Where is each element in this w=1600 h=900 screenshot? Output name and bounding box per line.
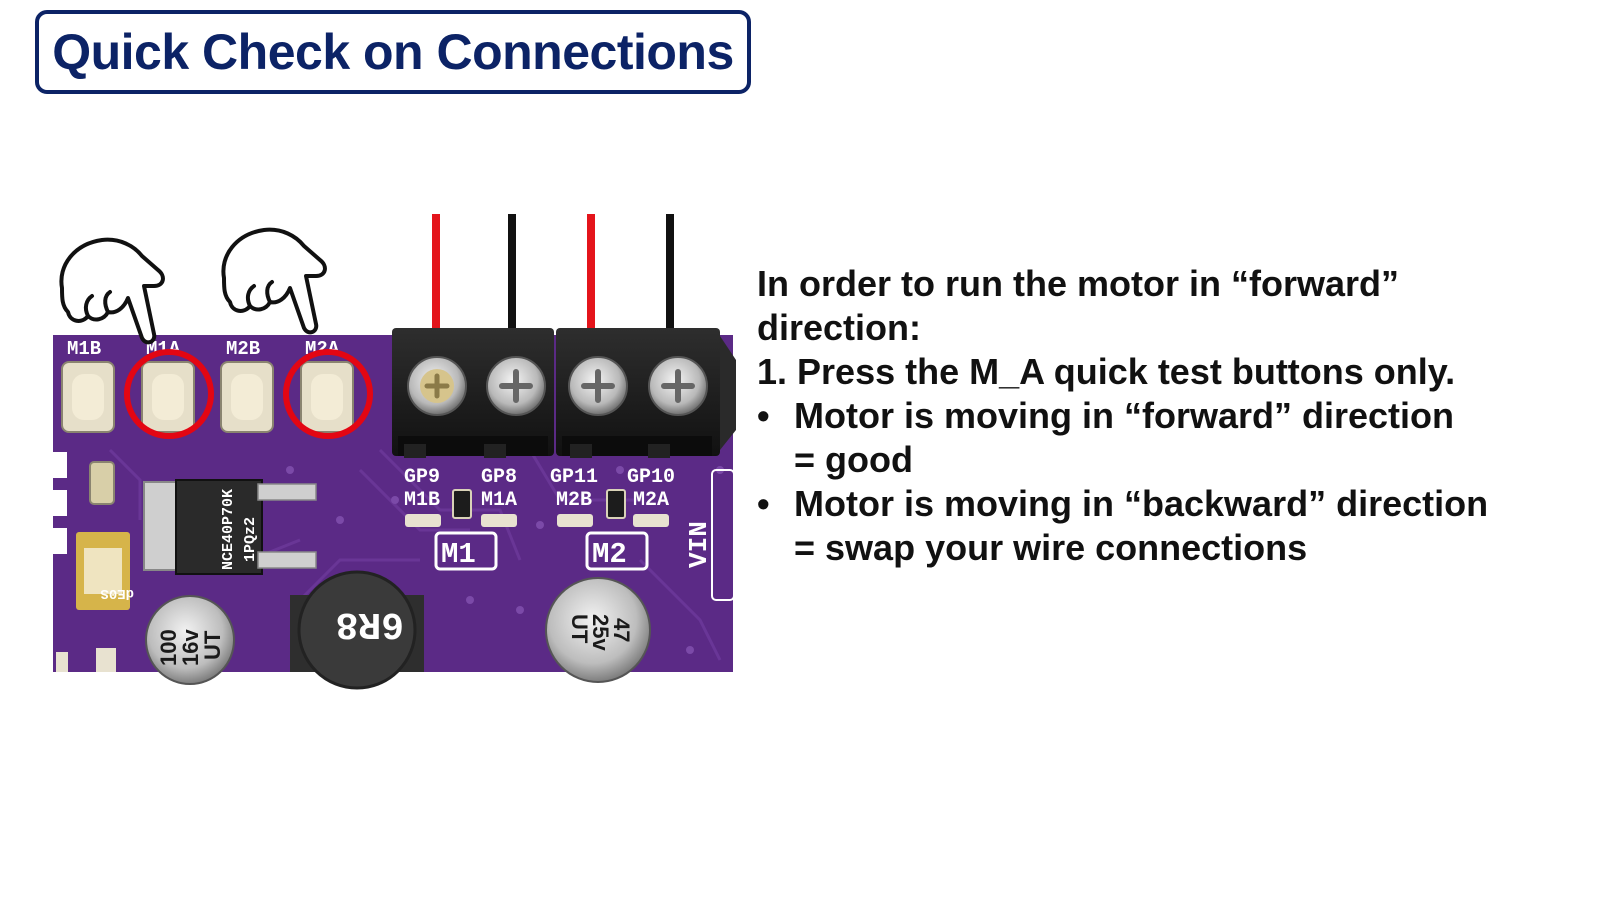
edge-silk [53, 452, 67, 554]
bullet-dot: • [757, 395, 770, 436]
instruction-line-1: In order to run the motor in “forward” [757, 263, 1399, 304]
bullet-item-backward: • Motor is moving in “backward” directio… [757, 482, 1577, 526]
motor-label-m2: M2 [585, 531, 649, 571]
button-label-m2b: M2B [226, 338, 260, 360]
pin-label-m2a: M2A [633, 489, 669, 512]
small-part [96, 648, 116, 672]
quick-test-button-m1a[interactable] [141, 361, 195, 433]
svg-text:100: 100 [156, 629, 181, 666]
instruction-line-2: direction: [757, 307, 922, 348]
vin-label: VIN [684, 521, 714, 568]
svg-text:NCE40P70K: NCE40P70K [220, 489, 237, 570]
wire-m1-negative [508, 214, 516, 332]
pin-label-m2b: M2B [556, 489, 592, 512]
vin-box [711, 469, 735, 601]
highlight-circle-m1a [124, 349, 214, 439]
pin-label-gp8: GP8 [481, 466, 517, 489]
small-capacitor [89, 461, 115, 505]
svg-text:25v: 25v [588, 614, 613, 651]
wire-m2-positive [587, 214, 595, 332]
capacitor-left: 100 16v UT [145, 595, 235, 685]
quick-test-button-m2a[interactable] [300, 361, 354, 433]
quick-test-button-m2b[interactable] [220, 361, 274, 433]
svg-text:6R8: 6R8 [336, 602, 404, 645]
motor-label-m1: M1 [434, 531, 498, 571]
button-label-m1b: M1B [67, 338, 101, 360]
pin-label-m1b: M1B [404, 489, 440, 512]
screw-icon [486, 356, 546, 416]
pin-label-gp9: GP9 [404, 466, 440, 489]
page-title: Quick Check on Connections [52, 24, 734, 80]
bullet-item-forward: • Motor is moving in “forward” direction [757, 394, 1577, 438]
bullet-dot: • [757, 483, 770, 524]
svg-text:dE0S: dE0S [100, 585, 134, 601]
svg-text:1PQz2: 1PQz2 [242, 517, 259, 562]
diode: dE0S [76, 532, 134, 610]
svg-text:UT: UT [567, 614, 592, 644]
bullet-result: = good [794, 439, 913, 480]
pointing-hand-icon [221, 227, 327, 335]
pcb-vias [286, 466, 724, 654]
svg-text:UT: UT [200, 630, 225, 660]
highlight-circle-m2a [283, 349, 373, 439]
bullet-result: = swap your wire connections [794, 527, 1308, 568]
screw-icon [407, 356, 467, 416]
wire-m2-negative [666, 214, 674, 332]
instructions: In order to run the motor in “forward” d… [757, 262, 1577, 570]
quick-test-button-m1b[interactable] [61, 361, 115, 433]
smd-component [405, 489, 669, 527]
capacitor-right: 47 25v UT [545, 577, 651, 683]
pin-label-gp10: GP10 [627, 466, 675, 489]
inductor: 6R8 [290, 570, 424, 690]
svg-text:M1: M1 [441, 538, 476, 571]
terminal-block-edge [720, 336, 736, 450]
mosfet-chip: NCE40P70K 1PQz2 [143, 479, 317, 575]
wire-m1-positive [432, 214, 440, 332]
title-box: Quick Check on Connections [35, 10, 751, 94]
screw-icon [648, 356, 708, 416]
small-part [56, 652, 68, 672]
svg-text:47: 47 [609, 618, 634, 642]
instruction-step-1: 1. Press the M_A quick test buttons only… [757, 351, 1456, 392]
pin-label-gp11: GP11 [550, 466, 598, 489]
bullet-text: Motor is moving in “forward” direction [794, 395, 1455, 436]
screw-icon [568, 356, 628, 416]
pointing-hand-icon [59, 237, 165, 345]
svg-text:16v: 16v [178, 629, 203, 666]
bullet-text: Motor is moving in “backward” direction [794, 483, 1489, 524]
pin-label-m1a: M1A [481, 489, 517, 512]
svg-text:M2: M2 [592, 538, 627, 571]
